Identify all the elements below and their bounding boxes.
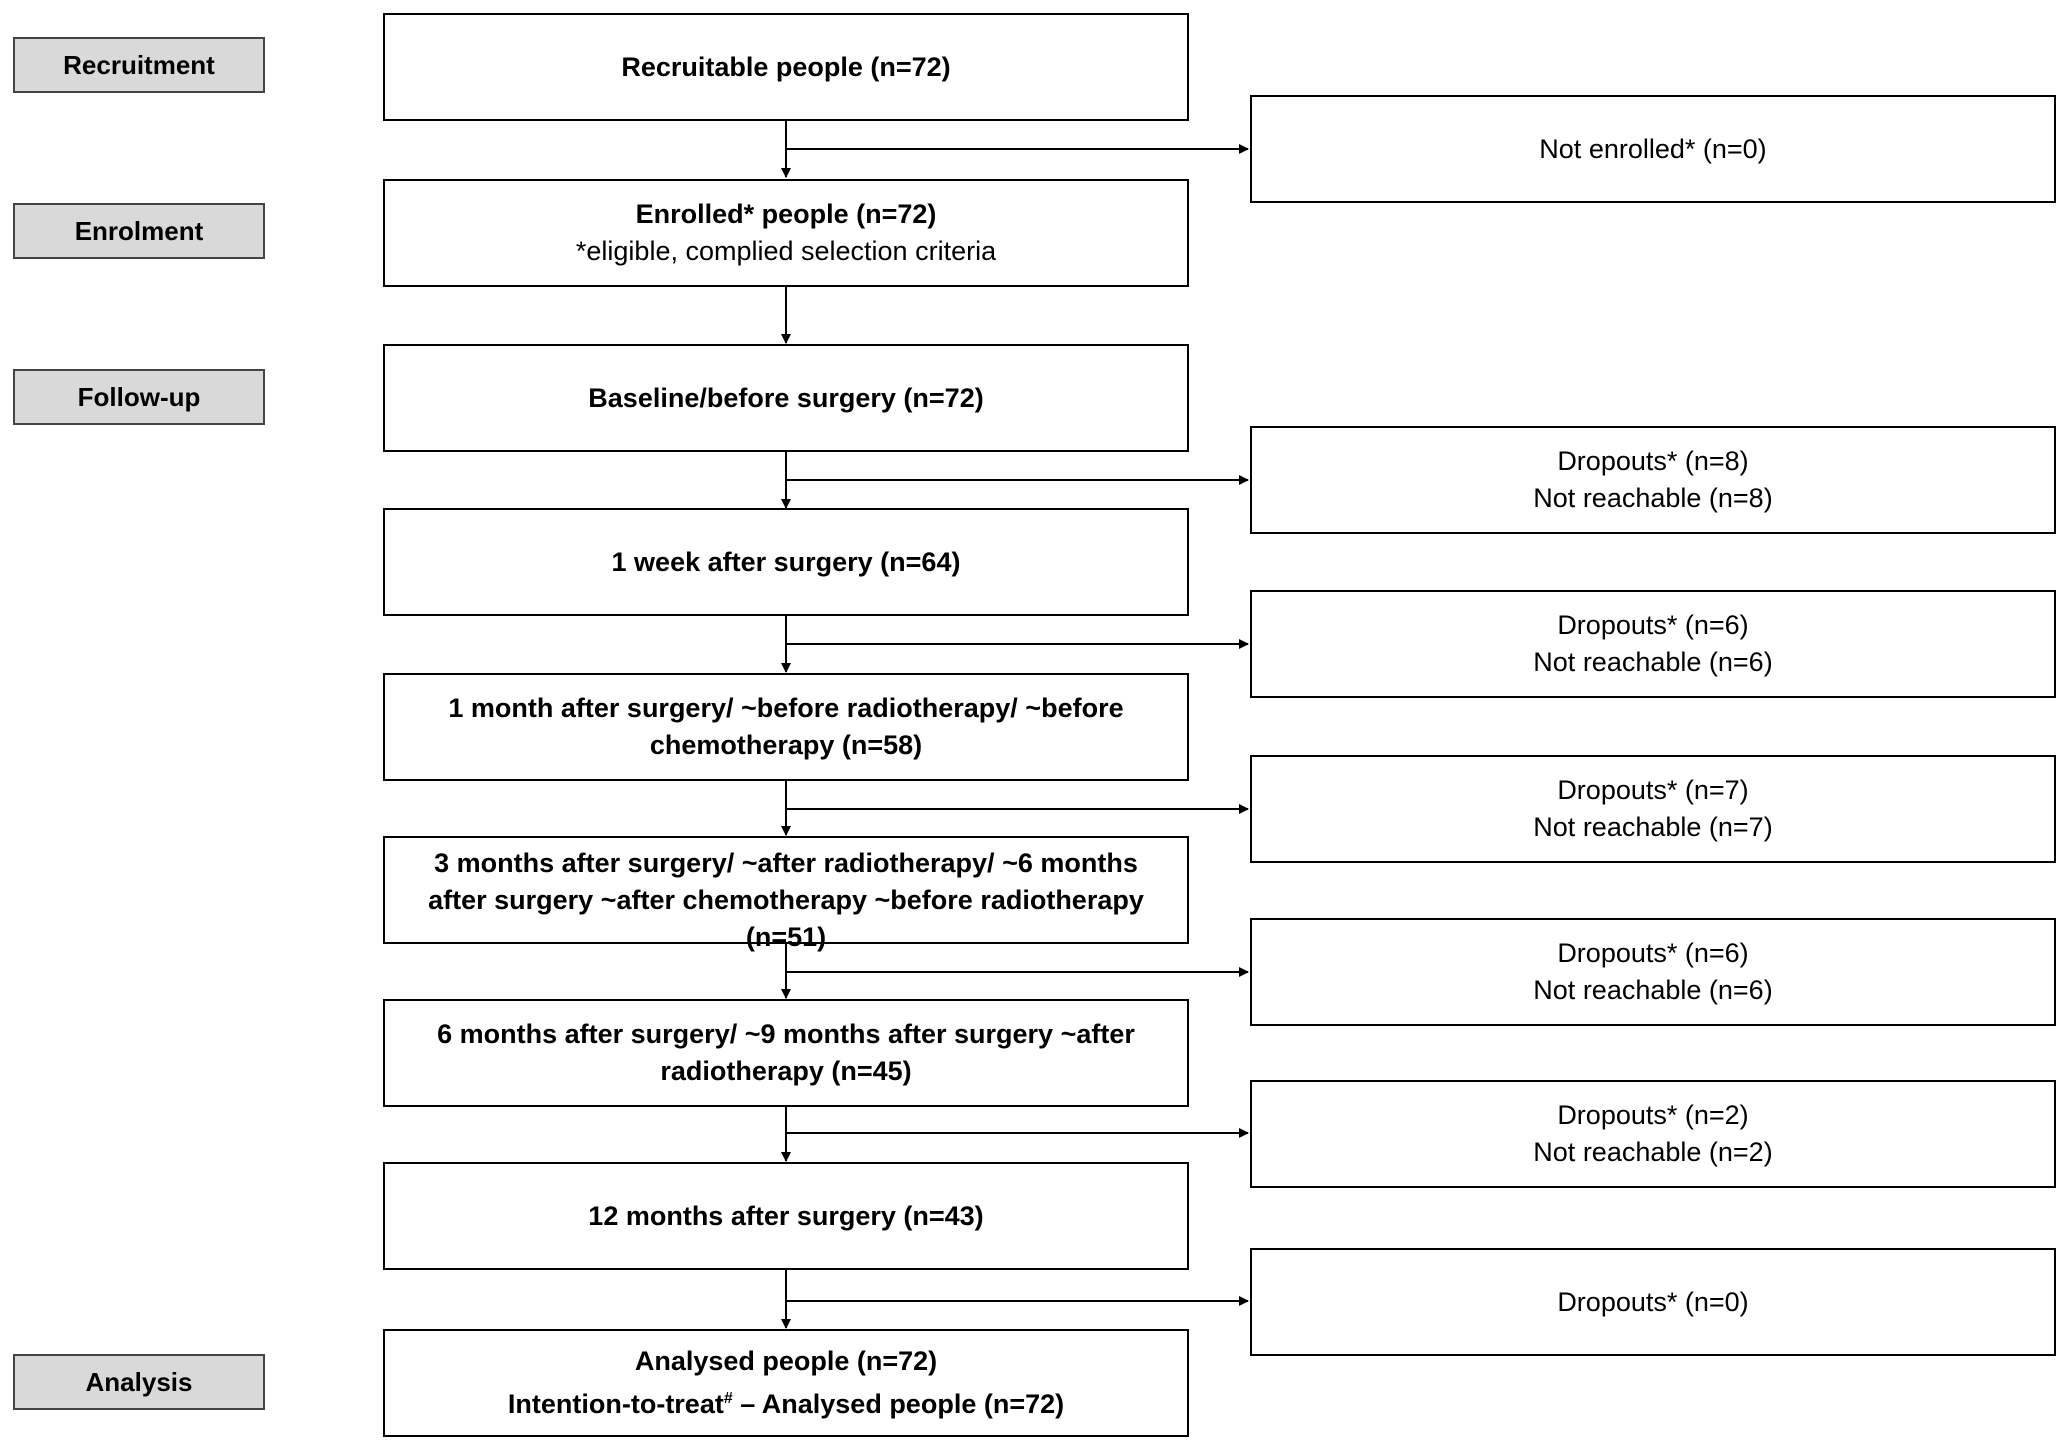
dropout-2-count: Dropouts* (n=6)	[1557, 610, 1749, 640]
box-month12: 12 months after surgery (n=43)	[383, 1162, 1189, 1270]
box-dropout-3: Dropouts* (n=7) Not reachable (n=7)	[1250, 755, 2056, 863]
box-month6: 6 months after surgery/ ~9 months after …	[383, 999, 1189, 1107]
stage-recruitment: Recruitment	[13, 37, 265, 93]
recruitable-text: Recruitable people (n=72)	[621, 51, 951, 82]
box-analysed: Analysed people (n=72) Intention-to-trea…	[383, 1329, 1189, 1437]
dropout-5-reason: Not reachable (n=2)	[1533, 1137, 1773, 1167]
box-recruitable: Recruitable people (n=72)	[383, 13, 1189, 121]
box-not-enrolled: Not enrolled* (n=0)	[1250, 95, 2056, 203]
baseline-text: Baseline/before surgery (n=72)	[588, 382, 984, 413]
box-enrolled: Enrolled* people (n=72) *eligible, compl…	[383, 179, 1189, 287]
box-dropout-5: Dropouts* (n=2) Not reachable (n=2)	[1250, 1080, 2056, 1188]
dropout-1-count: Dropouts* (n=8)	[1557, 446, 1749, 476]
dropout-5-count: Dropouts* (n=2)	[1557, 1100, 1749, 1130]
enrolled-note: *eligible, complied selection criteria	[575, 236, 997, 266]
stage-enrolment: Enrolment	[13, 203, 265, 259]
dropout-3-count: Dropouts* (n=7)	[1557, 775, 1749, 805]
month3-text: 3 months after surgery/ ~after radiother…	[428, 847, 1144, 952]
box-dropout-1: Dropouts* (n=8) Not reachable (n=8)	[1250, 426, 2056, 534]
week1-text: 1 week after surgery (n=64)	[611, 546, 961, 577]
not-enrolled-text: Not enrolled* (n=0)	[1539, 133, 1767, 164]
box-week1: 1 week after surgery (n=64)	[383, 508, 1189, 616]
enrolled-text: Enrolled* people (n=72)	[635, 199, 937, 229]
itt-text: Intention-to-treat# – Analysed people (n…	[508, 1380, 1064, 1423]
dropout-2-reason: Not reachable (n=6)	[1533, 647, 1773, 677]
dropout-4-count: Dropouts* (n=6)	[1557, 938, 1749, 968]
box-month1: 1 month after surgery/ ~before radiother…	[383, 673, 1189, 781]
itt-prefix: Intention-to-treat	[507, 1389, 724, 1419]
box-dropout-2: Dropouts* (n=6) Not reachable (n=6)	[1250, 590, 2056, 698]
box-baseline: Baseline/before surgery (n=72)	[383, 344, 1189, 452]
itt-suffix: – Analysed people (n=72)	[732, 1389, 1065, 1419]
dropout-3-reason: Not reachable (n=7)	[1533, 812, 1773, 842]
box-dropout-6: Dropouts* (n=0)	[1250, 1248, 2056, 1356]
month6-text: 6 months after surgery/ ~9 months after …	[437, 1019, 1135, 1086]
analysed-text: Analysed people (n=72)	[634, 1346, 938, 1376]
dropout-4-reason: Not reachable (n=6)	[1533, 975, 1773, 1005]
dropout-6-count: Dropouts* (n=0)	[1557, 1286, 1749, 1317]
month12-text: 12 months after surgery (n=43)	[588, 1200, 984, 1231]
box-dropout-4: Dropouts* (n=6) Not reachable (n=6)	[1250, 918, 2056, 1026]
box-month3: 3 months after surgery/ ~after radiother…	[383, 836, 1189, 952]
stage-analysis: Analysis	[13, 1354, 265, 1410]
month1-text: 1 month after surgery/ ~before radiother…	[448, 693, 1124, 760]
itt-hash: #	[723, 1390, 733, 1407]
stage-follow-up: Follow-up	[13, 369, 265, 425]
dropout-1-reason: Not reachable (n=8)	[1533, 483, 1773, 513]
